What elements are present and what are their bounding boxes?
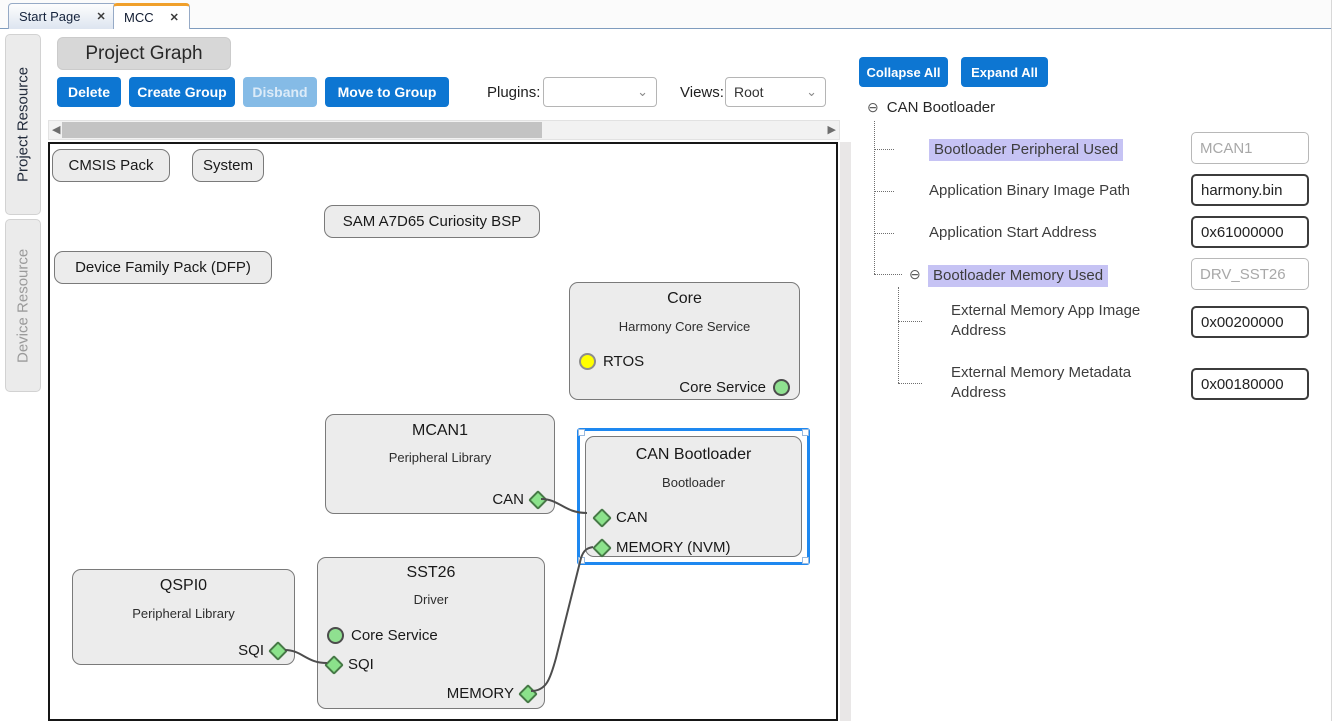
property-label: External Memory Metadata Address	[951, 364, 1132, 401]
tree-line	[874, 274, 902, 275]
views-dropdown[interactable]: Root ⌄	[725, 77, 826, 107]
tree-line	[898, 321, 922, 322]
node-subtitle: Peripheral Library	[388, 450, 492, 465]
node-subtitle: Bootloader	[662, 475, 725, 490]
project-graph-title: Project Graph	[57, 37, 231, 70]
application-binary-image-path-field[interactable]	[1191, 174, 1309, 206]
disband-button[interactable]: Disband	[243, 77, 317, 107]
node-sam-a7d65-curiosity-bsp[interactable]: SAM A7D65 Curiosity BSP	[324, 205, 540, 238]
plugins-label: Plugins:	[487, 84, 541, 101]
chevron-down-icon: ⌄	[637, 84, 648, 99]
node-can-bootloader[interactable]: CAN Bootloader Bootloader CAN MEMORY (NV…	[585, 436, 802, 558]
node-title: CAN Bootloader	[635, 446, 752, 463]
delete-button[interactable]: Delete	[57, 77, 121, 107]
port-label: SQI	[348, 656, 374, 673]
bootloader-memory-used-field[interactable]	[1191, 258, 1309, 290]
tree-root-can-bootloader[interactable]: ⊖ CAN Bootloader	[867, 99, 995, 116]
port-label: Core Service	[351, 627, 438, 644]
resize-handle[interactable]	[802, 429, 809, 436]
rtos-port-icon[interactable]	[579, 353, 596, 370]
core-service-port-icon[interactable]	[327, 627, 344, 644]
node-system[interactable]: System	[192, 149, 264, 182]
sqi-port-icon[interactable]	[324, 654, 344, 675]
scroll-right-icon[interactable]: ▶	[827, 124, 836, 136]
external-memory-app-image-address-field[interactable]	[1191, 306, 1309, 338]
left-tab-strip: Project Resource Device Resource	[0, 29, 47, 721]
tree-root-label: CAN Bootloader	[886, 99, 996, 116]
node-subtitle: Peripheral Library	[132, 606, 235, 621]
tree-line	[898, 287, 899, 383]
tab-start-page[interactable]: Start Page ✕	[8, 3, 117, 29]
node-core[interactable]: Core Harmony Core Service RTOS Core Serv…	[569, 282, 800, 400]
tab-mcc[interactable]: MCC ✕	[113, 3, 190, 29]
sidebar-tab-project-resource[interactable]: Project Resource	[5, 34, 41, 215]
port-label: CAN	[492, 491, 524, 508]
resize-handle[interactable]	[802, 557, 809, 564]
node-sst26[interactable]: SST26 Driver Core Service SQI MEMORY	[317, 557, 545, 709]
property-label: External Memory App Image Address	[951, 302, 1141, 339]
node-can-bootloader-selection[interactable]: CAN Bootloader Bootloader CAN MEMORY (NV…	[577, 428, 810, 565]
node-title: SST26	[406, 564, 456, 581]
graph-vertical-scrollbar[interactable]	[840, 142, 851, 721]
document-tabbar: Start Page ✕ MCC ✕	[0, 0, 1331, 29]
close-icon[interactable]: ✕	[169, 12, 179, 24]
scroll-left-icon[interactable]: ◀	[52, 124, 61, 136]
memory-nvm-port-icon[interactable]	[592, 537, 612, 558]
move-to-group-button[interactable]: Move to Group	[325, 77, 449, 107]
port-label: CAN	[616, 509, 648, 526]
node-cmsis-pack[interactable]: CMSIS Pack	[52, 149, 170, 182]
sqi-port-icon[interactable]	[268, 640, 288, 661]
resize-handle[interactable]	[578, 429, 585, 436]
port-label: MEMORY	[446, 685, 514, 702]
sidebar-tab-device-resource[interactable]: Device Resource	[5, 219, 41, 392]
graph-horizontal-scrollbar[interactable]: ◀ ▶	[48, 120, 840, 140]
properties-panel: Collapse All Expand All ⊖ CAN Bootloader…	[851, 29, 1331, 721]
can-port-icon[interactable]	[528, 489, 548, 510]
can-port-icon[interactable]	[592, 507, 612, 528]
close-icon[interactable]: ✕	[96, 11, 106, 23]
bootloader-peripheral-used-field[interactable]	[1191, 132, 1309, 164]
tab-label: MCC	[124, 10, 154, 25]
project-graph-canvas[interactable]: CMSIS Pack System SAM A7D65 Curiosity BS…	[48, 142, 838, 721]
resize-handle[interactable]	[578, 557, 585, 564]
collapse-icon[interactable]: ⊖	[867, 99, 879, 115]
property-label: Application Start Address	[929, 224, 1097, 241]
views-value: Root	[734, 84, 764, 100]
scrollbar-thumb[interactable]	[62, 122, 542, 138]
port-label: SQI	[238, 642, 264, 659]
application-start-address-field[interactable]	[1191, 216, 1309, 248]
node-title: QSPI0	[159, 577, 208, 594]
chevron-down-icon: ⌄	[806, 84, 817, 99]
tab-label: Start Page	[19, 9, 81, 24]
port-label: MEMORY (NVM)	[616, 539, 731, 556]
collapse-icon[interactable]: ⊖	[909, 266, 921, 282]
property-label: Bootloader Memory Used	[928, 265, 1109, 287]
tree-line	[898, 383, 922, 384]
plugins-dropdown[interactable]: ⌄	[543, 77, 657, 107]
port-label: Core Service	[679, 379, 766, 396]
node-title: MCAN1	[411, 422, 468, 439]
node-device-family-pack[interactable]: Device Family Pack (DFP)	[54, 251, 272, 284]
expand-all-button[interactable]: Expand All	[961, 57, 1048, 87]
memory-port-icon[interactable]	[518, 683, 538, 704]
node-mcan1[interactable]: MCAN1 Peripheral Library CAN	[325, 414, 555, 514]
core-service-port-icon[interactable]	[773, 379, 790, 396]
property-label: Application Binary Image Path	[929, 182, 1130, 199]
property-label: Bootloader Peripheral Used	[929, 139, 1124, 161]
node-qspi0[interactable]: QSPI0 Peripheral Library SQI	[72, 569, 295, 665]
views-label: Views:	[680, 84, 724, 101]
tree-line	[874, 233, 894, 234]
node-subtitle: Driver	[413, 592, 449, 607]
tree-line	[874, 191, 894, 192]
node-subtitle: Harmony Core Service	[618, 319, 751, 334]
collapse-all-button[interactable]: Collapse All	[859, 57, 948, 87]
external-memory-metadata-address-field[interactable]	[1191, 368, 1309, 400]
node-title: Core	[667, 290, 702, 307]
port-label: RTOS	[603, 353, 645, 370]
tree-line	[874, 121, 875, 274]
tree-line	[874, 149, 894, 150]
create-group-button[interactable]: Create Group	[129, 77, 235, 107]
